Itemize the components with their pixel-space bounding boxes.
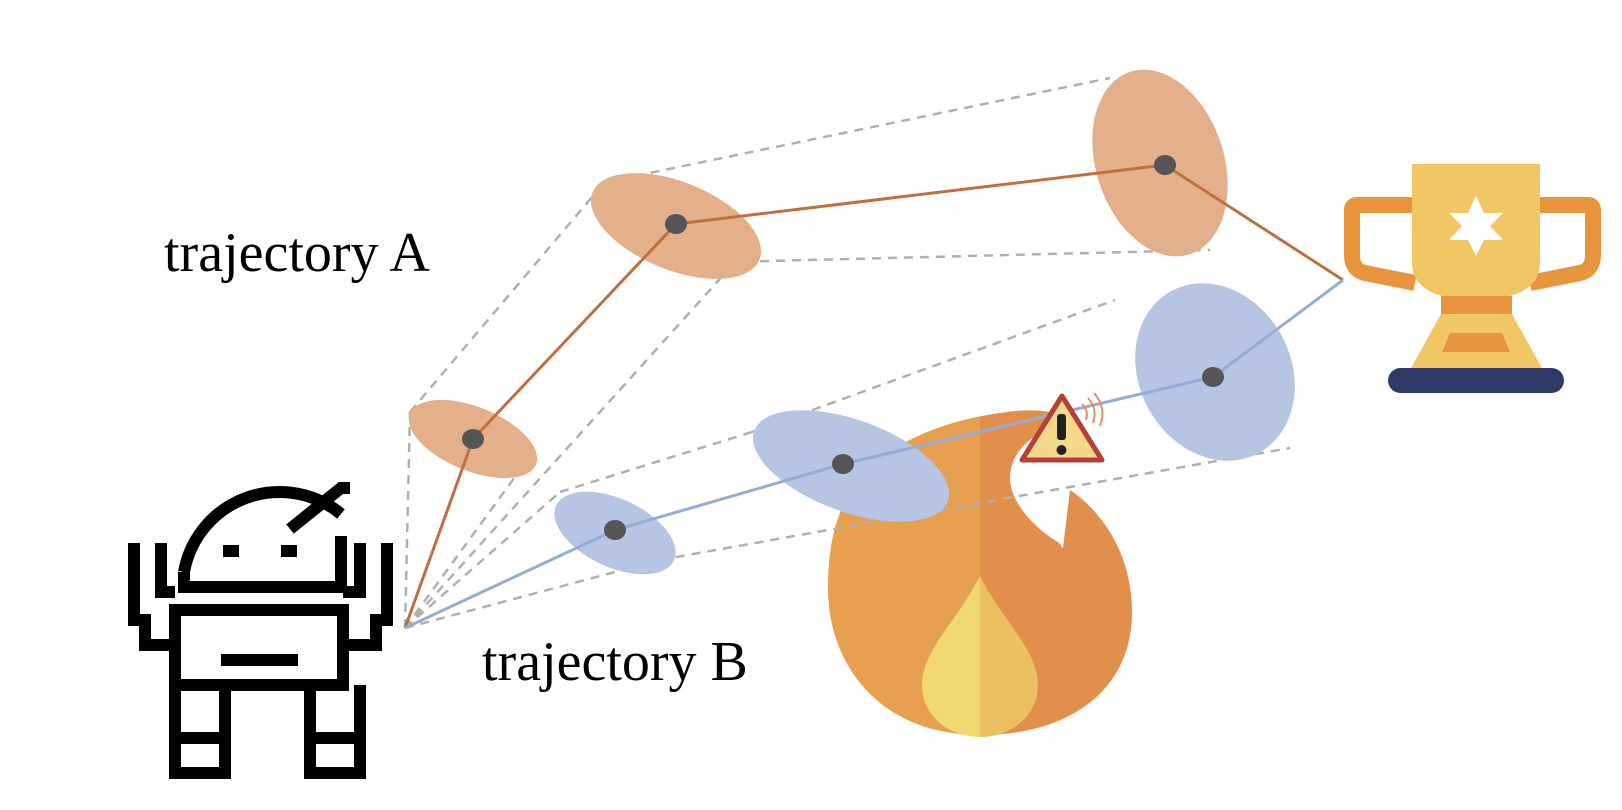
robot-icon	[128, 482, 393, 779]
envelope-a-top-4	[634, 76, 1111, 178]
trajectory-b-label: trajectory B	[482, 631, 748, 693]
trajectory-a-label: trajectory A	[164, 222, 430, 284]
waypoint-a-2	[665, 214, 687, 234]
waypoint-b-1	[604, 520, 626, 540]
envelope-b-bottom-1	[404, 558, 661, 630]
envelope-b-top-3	[751, 298, 1116, 434]
waypoint-a-3	[1154, 155, 1176, 175]
robot-eyes	[223, 545, 297, 557]
envelope-a-bottom-1	[403, 469, 522, 629]
waypoint-a-1	[462, 429, 484, 449]
trophy-icon	[1344, 164, 1601, 393]
envelope-a-bottom-2	[404, 269, 729, 629]
waypoint-b-3	[1202, 367, 1224, 387]
envelope-a-top-2	[409, 189, 599, 413]
envelope-a-top-1	[403, 411, 412, 629]
warning-icon	[1019, 392, 1105, 463]
waypoint-b-2	[832, 454, 854, 474]
waypoints	[462, 155, 1224, 540]
envelope-b-top-2	[559, 430, 753, 494]
envelope-b-top-1	[404, 491, 561, 629]
envelope-a-bottom-3	[727, 248, 1211, 264]
